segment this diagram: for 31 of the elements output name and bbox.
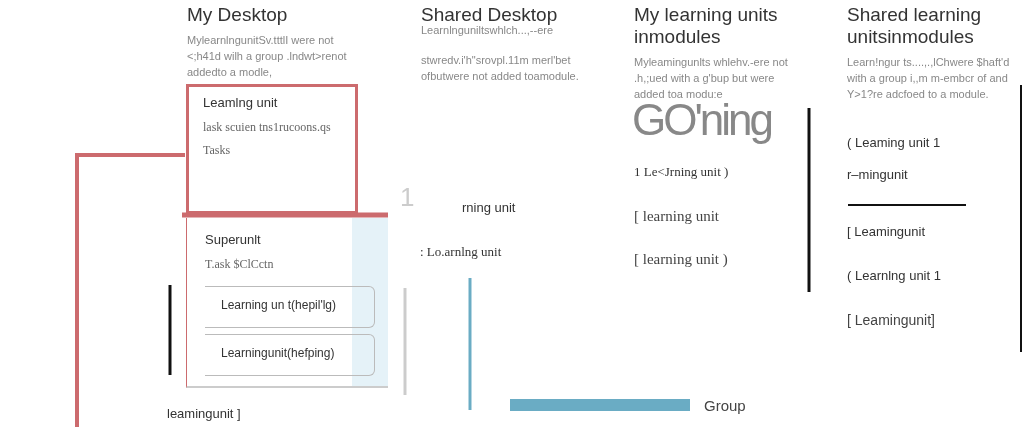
unit-label: [ learning unit ) (634, 251, 728, 268)
card-title: Superunlt (205, 232, 262, 247)
card-text: lask scuien tns1rucoons.qs (203, 120, 332, 135)
unit-label: leamingunit ] (167, 406, 241, 421)
unit-label: : Lo.arnlng unit (420, 244, 502, 260)
unit-label: rning unit (462, 200, 516, 215)
heading: My learning units inmodules (634, 4, 779, 48)
unit-label: ( Learnlng unit 1 (847, 268, 941, 283)
unit-card (205, 286, 375, 328)
description-text: stwredv.i'h"srovpl.11m merl'bet ofbutwere not added toamodule. (421, 53, 580, 84)
unit-label: Learning un t(hepil'lg) (221, 298, 338, 312)
card-text: Tasks (203, 143, 232, 158)
unit-label: [ learning unit (634, 208, 719, 225)
card-text: T.ask $ClCctn (205, 257, 275, 272)
card-title: Leamlng unit (203, 95, 279, 110)
unit-label: 1 Le<Jrning unit ) (634, 164, 729, 180)
card-panel (186, 84, 358, 214)
description-text: MylearnlngunitSv.tttlI were not <;h41d wilh a group .lndwt>renot addedto a modle, (187, 33, 348, 80)
unit-label: r–mingunit (847, 167, 908, 182)
heading: Shared learning unitsinmodules (847, 4, 983, 48)
description-text: Learnlnguniltswhlch...,--ere (421, 24, 554, 38)
legend-label: Group (704, 397, 746, 414)
card-panel (186, 218, 388, 388)
unit-card (205, 334, 375, 376)
heading: Shared Desktop (421, 4, 558, 26)
unit-label: [ Leamingunit] (847, 312, 935, 328)
unit-label: [ Leamingunit (847, 224, 926, 239)
description-text: Learn!ngur ts....,.,lChwere $haft'd with a group i,,m m-embcr of and Y>1?re adcfoed to a module. (847, 55, 1011, 102)
heading: My Desktop (187, 4, 288, 26)
unit-label: ( Leaming unit 1 (847, 135, 941, 150)
unit-label: Learningunit(hefping) (221, 346, 336, 360)
